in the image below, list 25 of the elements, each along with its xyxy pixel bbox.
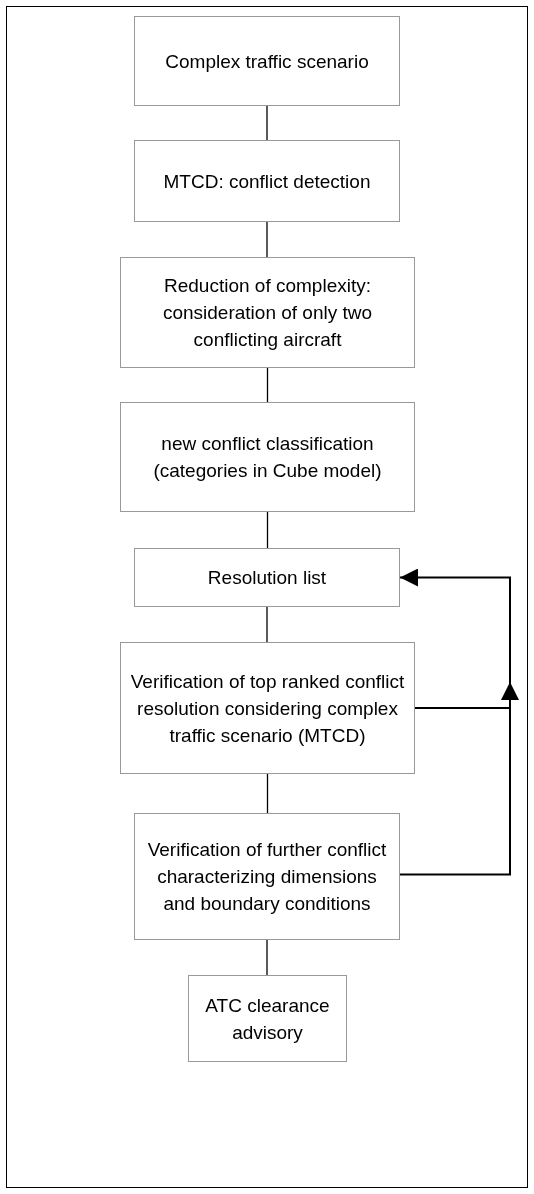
process-box: [120, 402, 415, 512]
box-label: ATC clearance advisory: [204, 993, 331, 1045]
box-label: Reduction of complexity: consideration of only two conflicting aircraft: [161, 274, 374, 352]
process-box: [134, 140, 400, 222]
connector-line: [266, 105, 268, 141]
box-label: new conflict classification (categories in Cube model): [152, 432, 383, 483]
box-label: MTCD: conflict detection: [163, 169, 371, 194]
connector-line: [266, 773, 269, 814]
box-label: Verification of top ranked conflict resolution considering complex traffic scenario (MTCD): [129, 669, 406, 748]
process-box: [120, 257, 415, 368]
connector-line: [266, 939, 268, 976]
process-box: [188, 975, 347, 1062]
connector-line: [266, 606, 268, 643]
process-box: [120, 642, 415, 774]
connector-line: [266, 367, 269, 403]
box-label: Complex traffic scenario: [165, 49, 369, 74]
box-label: Resolution list: [207, 566, 327, 590]
process-box: [134, 548, 400, 607]
feedback-arrow: [399, 568, 511, 709]
process-box: [134, 16, 400, 106]
process-box: [134, 813, 400, 940]
connector-line: [266, 511, 269, 549]
box-label: Verification of further conflict characterizing dimensions and boundary conditions: [146, 838, 388, 916]
feedback-arrow: [399, 681, 519, 876]
connector-line: [266, 221, 268, 258]
